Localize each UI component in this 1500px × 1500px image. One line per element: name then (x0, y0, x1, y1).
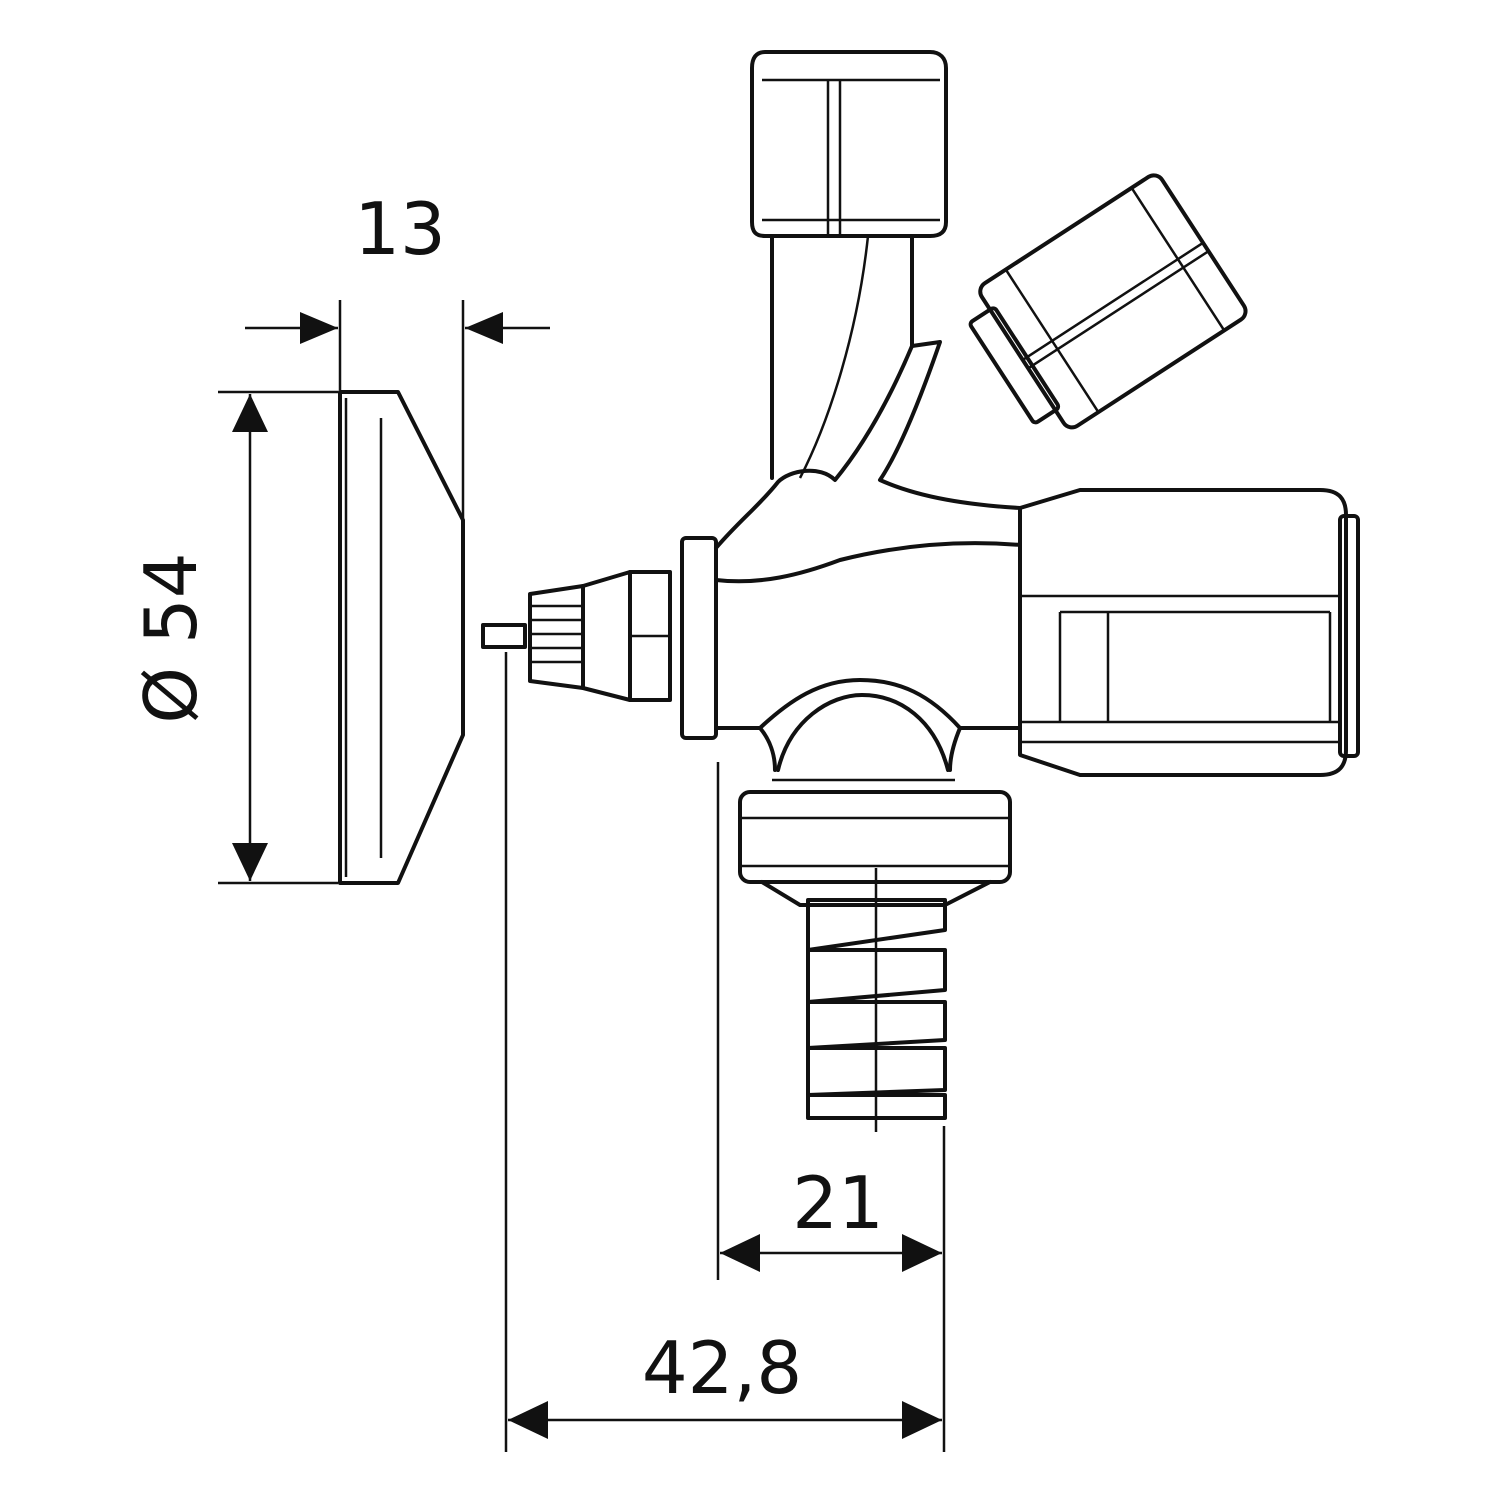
dimension-overall-depth: 42,8 (504, 652, 942, 1452)
dim-label-outlet: 21 (792, 1161, 884, 1245)
dim-label-overall: 42,8 (642, 1326, 802, 1410)
wall-rosette (338, 390, 465, 885)
dimension-thickness: 13 (245, 187, 550, 518)
dimension-diameter: Ø 54 (129, 390, 338, 885)
dim-label-diameter: Ø 54 (129, 552, 213, 723)
valve-body (481, 50, 1360, 1132)
dim-label-thickness: 13 (354, 187, 446, 271)
dimension-outlet-offset: 21 (716, 762, 946, 1452)
